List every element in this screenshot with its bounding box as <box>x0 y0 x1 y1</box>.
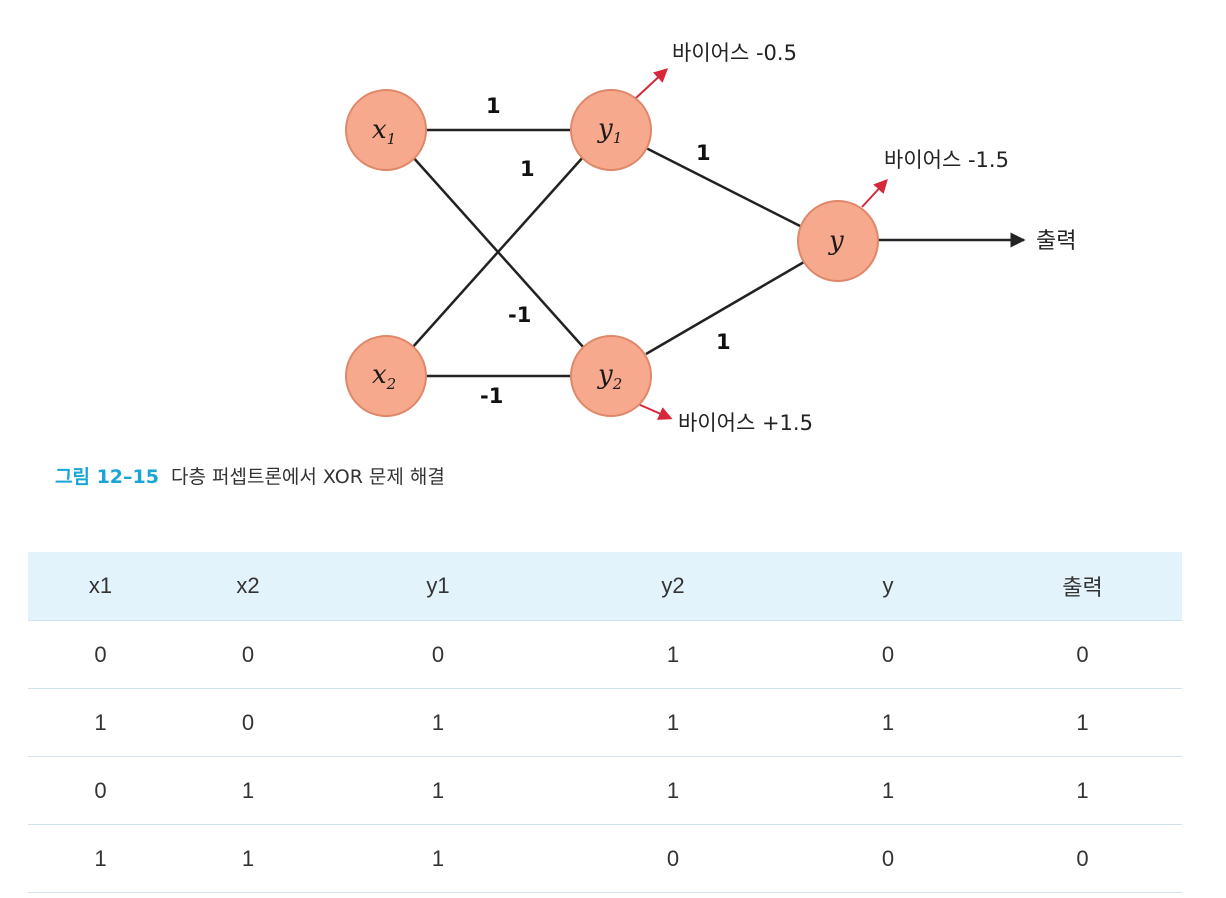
weight-x1-y1: 1 <box>486 94 501 118</box>
table-cell: 1 <box>323 824 553 893</box>
table-cell: 1 <box>983 688 1182 757</box>
node-x2-sub: 2 <box>386 375 397 393</box>
bias-label-y: 바이어스 -1.5 <box>884 148 1009 172</box>
bias-arrow-y2 <box>637 403 673 420</box>
table-cell: 1 <box>323 688 553 757</box>
svg-text:x2: x2 <box>372 360 396 393</box>
table-cell: 0 <box>173 688 323 757</box>
node-y1-sub: 1 <box>613 129 623 147</box>
node-x2-label: x <box>372 360 387 390</box>
node-x1: x1 <box>345 89 427 171</box>
table-cell: 1 <box>323 756 553 825</box>
bias-arrow-y1 <box>635 68 669 99</box>
table-cell: 0 <box>793 824 983 893</box>
node-y2-label: y <box>597 360 613 390</box>
node-y2-sub: 2 <box>612 375 623 393</box>
figure-caption: 그림 12–15 다층 퍼셉트론에서 XOR 문제 해결 <box>55 462 445 489</box>
table-row: 1 1 1 0 0 0 <box>28 824 1182 893</box>
table-cell: 1 <box>793 688 983 757</box>
svg-text:x1: x1 <box>372 115 396 148</box>
table-cell: 0 <box>793 620 983 689</box>
table-cell: 1 <box>173 756 323 825</box>
table-cell: 0 <box>553 824 793 893</box>
weight-y1-y: 1 <box>696 141 711 165</box>
header-x1: x1 <box>28 552 173 621</box>
node-y1-label: y <box>597 114 613 144</box>
node-x1-sub: 1 <box>387 130 397 148</box>
xor-truth-table: x1 x2 y1 y2 y 출력 0 0 0 1 0 0 1 0 1 1 1 1… <box>28 552 1182 893</box>
table-cell: 1 <box>553 620 793 689</box>
caption-number: 그림 12–15 <box>55 466 159 488</box>
table-cell: 0 <box>983 620 1182 689</box>
table-row: 0 0 0 1 0 0 <box>28 620 1182 689</box>
weight-y2-y: 1 <box>716 330 731 354</box>
table-header-row: x1 x2 y1 y2 y 출력 <box>28 552 1182 621</box>
table-row: 1 0 1 1 1 1 <box>28 688 1182 757</box>
svg-text:y1: y1 <box>597 114 622 147</box>
node-y2: y2 <box>570 335 652 417</box>
xor-network-diagram: x1 x2 y1 y2 y 1 1 -1 -1 1 1 바이어스 -0.5 바이… <box>345 41 1076 435</box>
node-x2: x2 <box>345 335 427 417</box>
table-cell: 0 <box>28 756 173 825</box>
edge-y2-y <box>645 260 805 356</box>
table-cell: 0 <box>28 620 173 689</box>
header-output: 출력 <box>983 552 1182 621</box>
bias-label-y1: 바이어스 -0.5 <box>672 41 797 65</box>
table-row: 0 1 1 1 1 1 <box>28 756 1182 825</box>
header-x2: x2 <box>173 552 323 621</box>
node-y1: y1 <box>570 89 652 171</box>
bias-arrow-y <box>861 178 888 208</box>
bias-label-y2: 바이어스 +1.5 <box>678 411 813 435</box>
edge-x2-y1 <box>411 155 585 349</box>
table-cell: 0 <box>323 620 553 689</box>
weight-x1-y2: -1 <box>508 303 531 327</box>
node-x1-label: x <box>372 115 387 145</box>
output-label: 출력 <box>1036 229 1076 254</box>
caption-text: 다층 퍼셉트론에서 XOR 문제 해결 <box>171 466 445 488</box>
node-y-label: y <box>828 226 844 256</box>
svg-text:y2: y2 <box>597 360 622 393</box>
weight-x2-y1: 1 <box>520 157 535 181</box>
node-y: y <box>797 200 879 282</box>
table-cell: 0 <box>173 620 323 689</box>
table-cell: 1 <box>553 756 793 825</box>
table-cell: 1 <box>983 756 1182 825</box>
table-cell: 0 <box>983 824 1182 893</box>
edge-y1-y <box>645 146 805 230</box>
header-y: y <box>793 552 983 621</box>
table-cell: 1 <box>793 756 983 825</box>
table-cell: 1 <box>173 824 323 893</box>
table-cell: 1 <box>553 688 793 757</box>
table-cell: 1 <box>28 824 173 893</box>
header-y2: y2 <box>553 552 793 621</box>
weight-x2-y2: -1 <box>480 384 503 408</box>
table-cell: 1 <box>28 688 173 757</box>
header-y1: y1 <box>323 552 553 621</box>
